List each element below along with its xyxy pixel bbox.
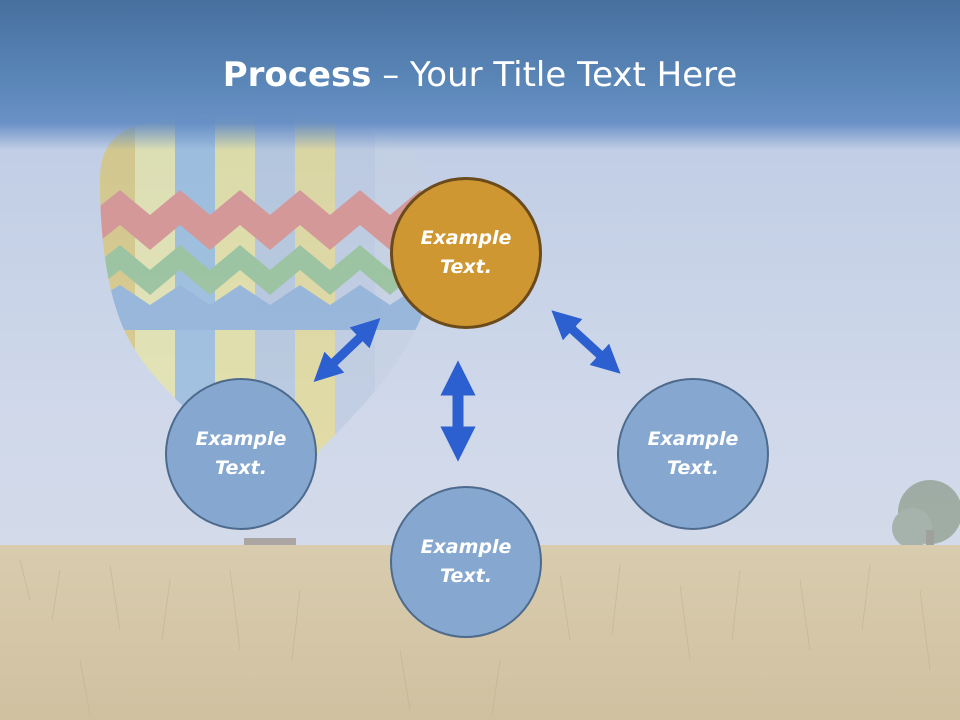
process-node-right: Example Text. [617, 378, 769, 530]
tree-image [892, 480, 960, 552]
process-node-bottom-label: Example Text. [420, 536, 512, 587]
process-node-left: Example Text. [165, 378, 317, 530]
slide-title: Process – Your Title Text Here [0, 52, 960, 98]
double-arrow-right-top [551, 310, 621, 374]
title-bar: Process – Your Title Text Here [0, 0, 960, 150]
process-node-bottom: Example Text. [390, 486, 542, 638]
slide-title-bold: Process [222, 55, 372, 95]
double-arrow-left-top [313, 318, 381, 382]
process-node-top-label: Example Text. [420, 227, 512, 278]
process-node-top: Example Text. [390, 177, 542, 329]
balloon-basket-image [244, 538, 296, 548]
slide-title-rest: – Your Title Text Here [371, 55, 738, 95]
process-node-left-label: Example Text. [195, 428, 287, 479]
process-node-right-label: Example Text. [647, 428, 739, 479]
